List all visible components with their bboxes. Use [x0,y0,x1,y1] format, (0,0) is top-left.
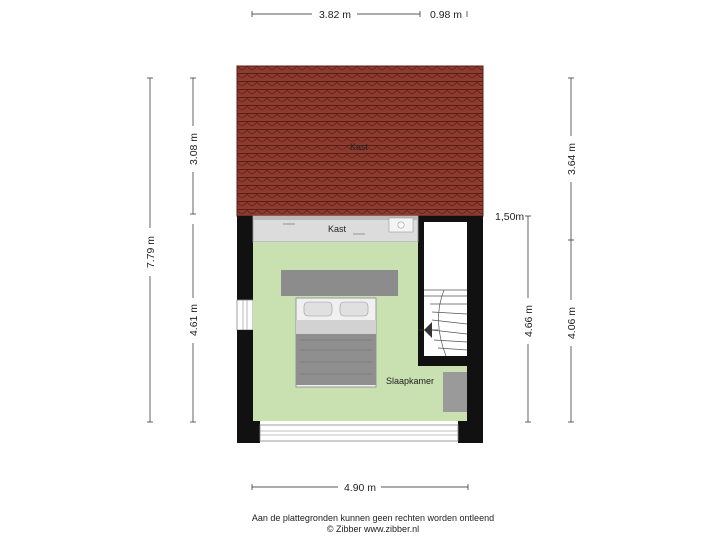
dim-top-right: 0.98 m [430,9,462,21]
roof-kast-label: Kast [350,142,369,152]
height-note: 1,50m [495,211,524,223]
copyright-text: © Zibber www.zibber.nl [327,524,419,534]
dimension-bottom [251,484,469,490]
dimension-right-inner [525,215,531,423]
side-cabinet [443,372,467,412]
roof-tiles [237,66,483,216]
bedroom-label: Slaapkamer [386,376,434,386]
dimension-left-inner [190,77,196,423]
left-wall-lower [237,330,253,443]
dimension-top [251,11,468,17]
left-wall-upper [237,216,253,300]
dim-right-inner: 4.66 m [523,305,535,337]
dim-left-outer: 7.79 m [145,236,157,268]
bed [281,270,398,388]
dim-right-outer-upper: 3.64 m [566,143,578,175]
window-left [236,299,254,331]
bottom-wall-left [237,421,260,443]
disclaimer-text: Aan de plattegronden kunnen geen rechten… [252,513,494,523]
dim-top-left: 3.82 m [319,9,351,21]
dimension-right-outer [568,77,574,423]
kast-label: Kast [328,224,347,234]
dimension-left-outer [147,77,153,423]
dim-left-lower: 4.61 m [188,304,200,336]
staircase [418,222,468,357]
dim-bottom: 4.90 m [344,482,376,494]
right-wall [467,216,483,443]
dim-right-outer-lower: 4.06 m [566,307,578,339]
bottom-wall-right [458,421,483,443]
stair-wall [418,216,424,366]
dim-left-upper: 3.08 m [188,133,200,165]
window-bottom [259,424,459,442]
